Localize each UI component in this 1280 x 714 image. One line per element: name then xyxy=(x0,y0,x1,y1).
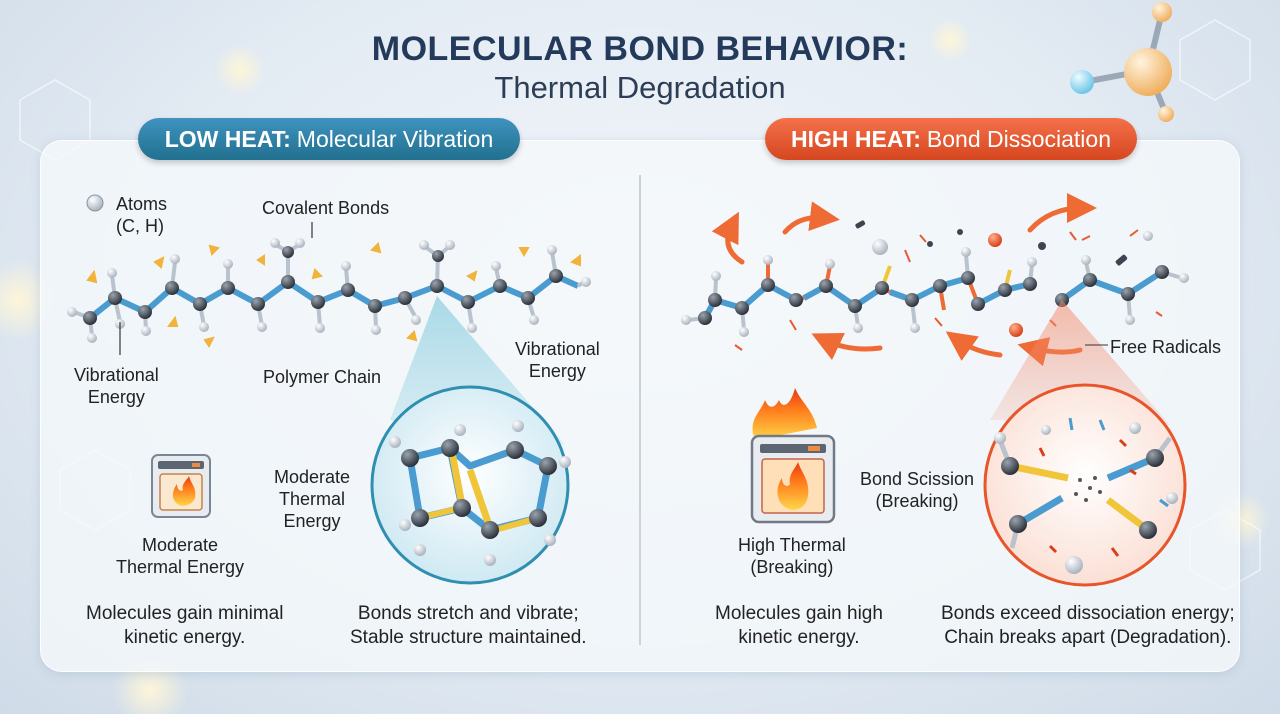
vibrational-energy-right-label: Vibrational Energy xyxy=(515,339,600,381)
polymer-chain-label: Polymer Chain xyxy=(263,367,382,387)
page-title: MOLECULAR BOND BEHAVIOR: xyxy=(371,30,909,68)
high-heat-pill-text: Bond Dissociation xyxy=(926,125,1111,152)
low-heat-pill: LOW HEAT: Molecular Vibration xyxy=(138,118,520,160)
zoom-circle-high xyxy=(983,383,1187,587)
bond-scission-label: Bond Scission (Breaking) xyxy=(860,469,975,511)
free-radicals-label: Free Radicals xyxy=(1110,337,1222,357)
low-heat-caption-1: Molecules gain minimal kinetic energy. xyxy=(86,603,284,648)
high-heat-pill: HIGH HEAT: Bond Dissociation xyxy=(765,118,1137,160)
zoom-molecule-low xyxy=(389,420,571,566)
moderate-thermal-oven-label: Moderate Thermal Energy xyxy=(116,535,245,577)
zoom-molecule-high xyxy=(994,417,1178,574)
low-heat-pill-bold: LOW HEAT: xyxy=(164,125,291,152)
polymer-chain-low xyxy=(67,222,591,355)
high-heat-caption-2: Bonds exceed dissociation energy; Chain … xyxy=(941,603,1235,648)
low-heat-pill-text: Molecular Vibration xyxy=(296,125,494,152)
low-heat-caption-2: Bonds stretch and vibrate; Stable struct… xyxy=(350,603,587,648)
atom-legend-icon xyxy=(86,194,104,212)
panel-divider xyxy=(639,175,641,645)
high-heat-caption-1: Molecules gain high kinetic energy. xyxy=(715,603,883,648)
oven-high-icon xyxy=(750,388,836,524)
page-subtitle: Thermal Degradation xyxy=(494,70,786,105)
polymer-chain-high xyxy=(681,193,1189,367)
covalent-bonds-label: Covalent Bonds xyxy=(262,198,390,218)
high-thermal-oven-label: High Thermal (Breaking) xyxy=(738,535,846,577)
atoms-legend-label: Atoms (C, H) xyxy=(116,194,168,236)
zoom-circle-low xyxy=(370,385,570,585)
high-heat-pill-bold: HIGH HEAT: xyxy=(790,125,921,152)
moderate-thermal-zoom-label: Moderate Thermal Energy xyxy=(274,467,351,531)
oven-moderate-icon xyxy=(151,454,211,518)
vibrational-energy-left-label: Vibrational Energy xyxy=(74,365,159,407)
